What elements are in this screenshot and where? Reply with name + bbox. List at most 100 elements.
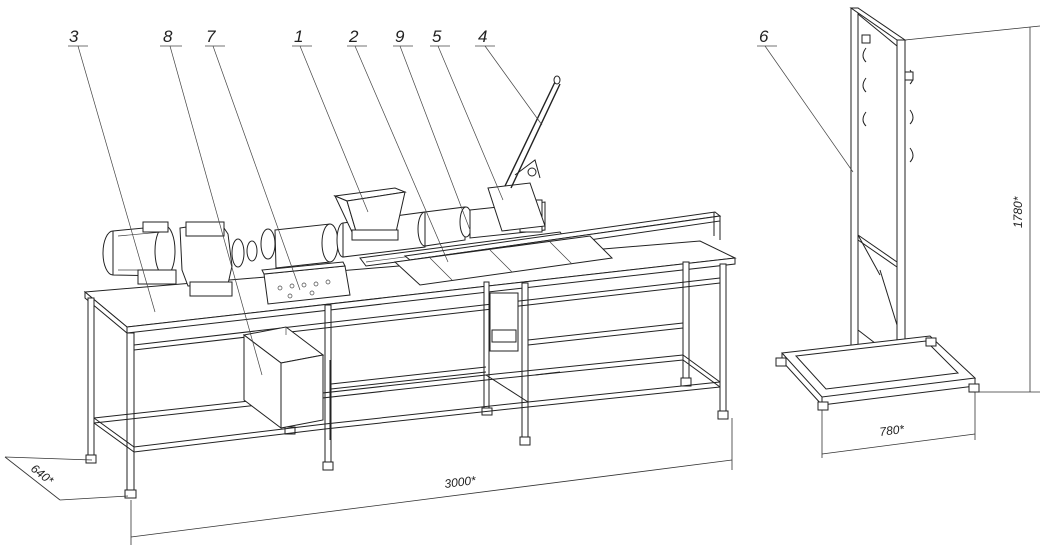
table-leg-back-mid <box>483 281 490 411</box>
button-4 <box>313 281 319 287</box>
stand-foot-1 <box>817 401 829 411</box>
label-9: 9 <box>395 27 405 46</box>
tray <box>393 235 614 286</box>
lifting-bracket-plate <box>491 329 517 343</box>
foot-4 <box>519 436 531 446</box>
stand-foot-4 <box>925 337 937 347</box>
stand-top-bar <box>849 7 907 41</box>
lever-pivot <box>527 167 537 177</box>
press-frame <box>487 182 546 232</box>
dimension-lines <box>4 25 1041 545</box>
leaders <box>68 45 854 376</box>
label-6: 6 <box>759 27 769 46</box>
tray-divider-1 <box>429 257 453 281</box>
hanging-stand <box>775 7 980 411</box>
foot-7 <box>284 426 296 435</box>
motor-flange <box>154 225 176 277</box>
lower-rail-side-right <box>682 354 721 383</box>
table-leg-mid-right <box>521 282 529 439</box>
extruder <box>274 75 722 440</box>
base-edge-4 <box>781 360 823 406</box>
lower-rail-front <box>93 381 721 448</box>
leader-9 <box>399 45 471 231</box>
button-6 <box>287 293 293 299</box>
lever-handle-2 <box>510 83 561 189</box>
leader-8 <box>169 45 263 376</box>
stand-brace-1 <box>857 234 898 263</box>
lower-rail-back <box>93 354 684 419</box>
stand-post-front <box>896 39 906 386</box>
hook-3 <box>862 111 867 127</box>
leader-4 <box>484 45 543 126</box>
dimension-texts: 3000* 640* 780* 1780* <box>28 196 1025 491</box>
hook-1 <box>862 47 867 63</box>
lower-rail-side-right-2 <box>682 359 721 388</box>
table-leg-back-left <box>87 297 95 457</box>
stand-brace-2 <box>857 239 898 268</box>
tray-divider-3 <box>549 241 573 265</box>
hook-6 <box>909 147 914 163</box>
work-table <box>83 240 737 499</box>
foot-2 <box>124 489 137 499</box>
apron-mid <box>527 322 684 341</box>
dim-780-text: 780* <box>879 422 906 439</box>
foot-6 <box>717 410 729 420</box>
stand-brace-3 <box>857 234 881 276</box>
tray-divider-2 <box>489 249 513 273</box>
latch <box>534 371 561 376</box>
barrel-section-3 <box>424 206 466 247</box>
foot-3 <box>322 461 334 471</box>
gearbox-base <box>189 281 233 297</box>
table-leg-front-left <box>126 332 135 492</box>
motor-terminal-box <box>142 221 169 233</box>
leader-6 <box>764 45 854 173</box>
label-2: 2 <box>348 27 359 46</box>
motor-fin-1 <box>117 231 163 237</box>
label-4: 4 <box>478 27 487 46</box>
motor-mount <box>137 269 177 285</box>
dim-640-text: 640* <box>28 461 56 487</box>
lower-rail-front-2 <box>93 386 721 453</box>
lever-knob <box>553 75 561 85</box>
stand-foot-3 <box>775 357 787 367</box>
button-2 <box>289 283 295 289</box>
control-panel <box>261 261 351 305</box>
label-5: 5 <box>432 27 442 46</box>
stand-post-back <box>850 7 859 364</box>
table-leg-front-right <box>719 263 727 413</box>
stand-top-bar-2 <box>857 13 898 47</box>
leader-5 <box>437 45 504 201</box>
dim-3000-line <box>130 459 733 538</box>
hook-bracket-1 <box>861 34 871 44</box>
dim-1780-text: 1780* <box>1011 196 1025 228</box>
stand-base-inner <box>794 340 960 390</box>
apron-front <box>133 277 721 346</box>
hook-2 <box>862 77 867 93</box>
dim-640-ext <box>59 495 129 501</box>
dim-640-line <box>4 456 61 501</box>
coupling-1 <box>231 238 245 268</box>
table-top-edge-front <box>126 257 736 334</box>
lever-handle <box>504 81 556 187</box>
lower-rail-back-2 <box>93 359 684 424</box>
label-1: 1 <box>294 27 303 46</box>
gearbox-top <box>185 221 225 237</box>
dim-1780-ext-top <box>904 25 1041 41</box>
hook-bracket-2 <box>904 71 914 81</box>
leader-1 <box>299 45 369 213</box>
button-1 <box>277 285 283 291</box>
base-edge-5 <box>821 385 976 406</box>
foot-1 <box>85 454 97 464</box>
callout-labels: 3 8 7 1 2 9 5 4 6 <box>69 27 769 46</box>
motor-assembly <box>102 221 276 297</box>
button-7 <box>309 290 315 296</box>
apron-low-mid-2 <box>330 371 487 390</box>
dim-640-ext-2 <box>4 456 93 461</box>
cabinet-front <box>280 354 324 429</box>
leader-2 <box>354 45 449 263</box>
lower-rail-mid <box>485 374 529 403</box>
leader-7 <box>212 45 301 291</box>
control-panel-top <box>261 261 346 275</box>
electrical-cabinet <box>242 326 325 430</box>
